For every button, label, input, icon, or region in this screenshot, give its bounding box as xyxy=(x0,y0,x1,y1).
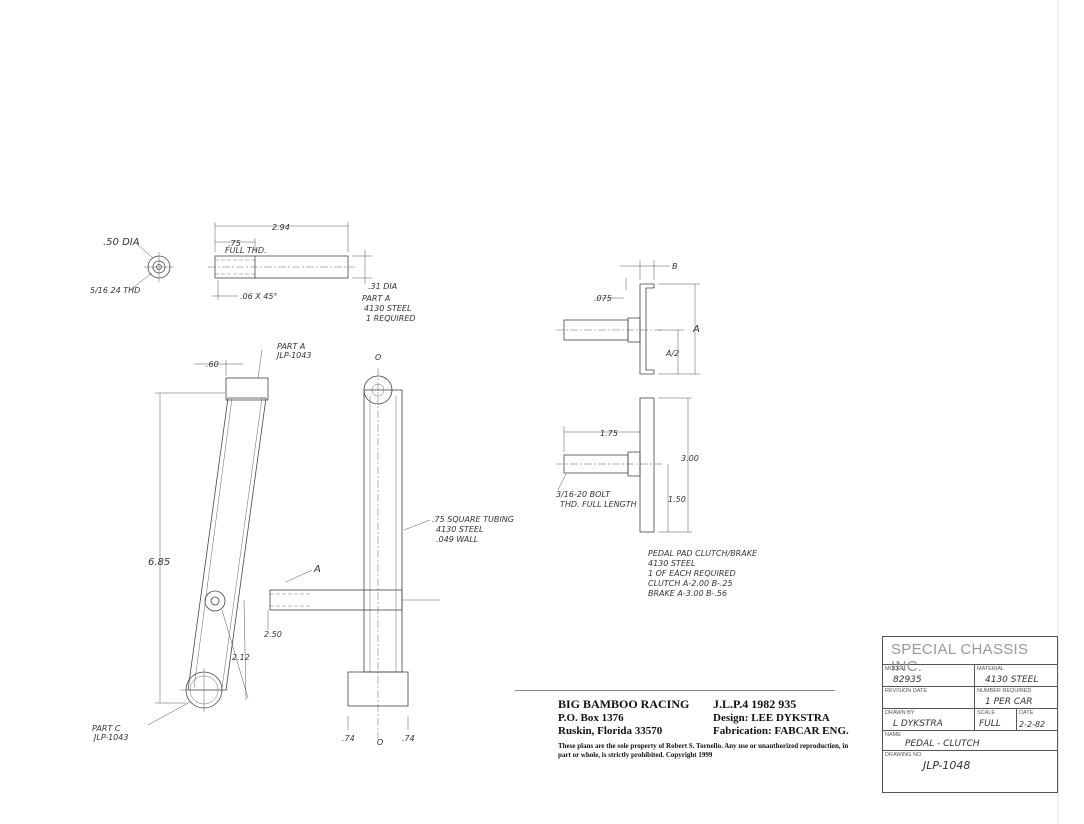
shop-ref: J.L.P.4 1982 935 xyxy=(713,697,797,711)
shop-name: BIG BAMBOO RACING xyxy=(558,697,690,711)
side-top-tag: O xyxy=(375,353,381,362)
pad-spec-4: CLUTCH A-2.00 B-.25 xyxy=(648,579,733,588)
part-a-length-label: 2.94 xyxy=(272,223,290,232)
tb-name-label: NAME xyxy=(885,732,901,738)
pad-spec-2: 4130 STEEL xyxy=(648,559,695,568)
divider-line xyxy=(515,690,835,691)
title-block: SPECIAL CHASSIS INC. MODEL 82935 MATERIA… xyxy=(882,636,1058,793)
part-a-side-view xyxy=(208,222,372,300)
arm-part-c-ref-1: PART C xyxy=(92,724,121,733)
shop-fab: Fabrication: FABCAR ENG. xyxy=(713,725,849,737)
pad-b-label: B xyxy=(672,262,678,271)
pad-bolt-note-2: THD. FULL LENGTH xyxy=(560,500,637,509)
tb-revision-cell: REVISION DATE xyxy=(883,687,975,708)
pedal-pad-top-view xyxy=(556,260,700,375)
arm-part-a-ref-2: JLP-1043 xyxy=(275,351,311,360)
shop-info-block: BIG BAMBOO RACING J.L.P.4 1982 935 P.O. … xyxy=(558,697,878,738)
pad-thk-label: .075 xyxy=(594,294,612,303)
side-tube-note-3: .049 WALL xyxy=(436,535,478,544)
tb-dwg-value: JLP-1048 xyxy=(923,759,971,772)
tb-number-cell: NUMBER REQUIRED 1 PER CAR xyxy=(975,687,1057,708)
shop-city: Ruskin, Florida 33570 xyxy=(558,725,663,737)
pad-bolt-note-1: 3/16-20 BOLT xyxy=(556,490,611,499)
side-right-foot-label: .74 xyxy=(402,734,415,743)
tb-drawn-cell: DRAWN BY L DYKSTRA xyxy=(883,709,975,730)
pedal-pad-side-view xyxy=(556,397,692,533)
pad-lower-label: 1.50 xyxy=(668,495,686,504)
tb-dwg-label: DRAWING NO. xyxy=(885,752,923,758)
part-a-chamfer-label: .06 X 45° xyxy=(240,292,277,301)
pad-spec-1: PEDAL PAD CLUTCH/BRAKE xyxy=(648,549,758,558)
arm-height-label: 6.85 xyxy=(148,557,170,568)
tb-material-label: MATERIAL xyxy=(977,666,1005,672)
arm-a-tag: A xyxy=(313,564,321,575)
part-a-thread-label: 5/16 24 THD xyxy=(90,286,140,295)
tb-name-value: PEDAL - CLUTCH xyxy=(905,739,980,749)
tb-model-label: MODEL xyxy=(885,666,905,672)
tb-scale-cell: SCALE FULL xyxy=(975,709,1017,730)
tb-drawn-value: L DYKSTRA xyxy=(893,719,943,729)
pad-spec-3: 1 OF EACH REQUIRED xyxy=(648,569,736,578)
shop-design: Design: LEE DYKSTRA xyxy=(713,712,830,724)
part-a-note-3: 1 REQUIRED xyxy=(366,314,416,323)
arm-mid-dim-label: 2.12 xyxy=(232,653,250,662)
tb-name-cell: NAME PEDAL - CLUTCH xyxy=(883,731,1057,750)
tb-drawn-label: DRAWN BY xyxy=(885,710,915,716)
part-a-thread-full-label: FULL THD. xyxy=(225,246,267,255)
arm-part-c-ref-2: JLP-1043 xyxy=(92,733,128,742)
part-a-end-view xyxy=(129,242,174,291)
title-company: SPECIAL CHASSIS INC. xyxy=(883,637,1057,675)
tb-revision-label: REVISION DATE xyxy=(885,688,928,694)
side-tube-note-1: .75 SQUARE TUBING xyxy=(432,515,514,524)
tb-scale-value: FULL xyxy=(979,719,1001,729)
pad-bolt-len-label: 1.75 xyxy=(600,429,618,438)
tb-date-cell: DATE 2-2-82 xyxy=(1017,709,1057,730)
pedal-arm-front-view xyxy=(147,349,269,726)
side-tube-note-2: 4130 STEEL xyxy=(436,525,483,534)
copyright-notice: These plans are the sole property of Rob… xyxy=(558,742,849,759)
tb-dwg-cell: DRAWING NO. JLP-1048 xyxy=(883,751,1057,773)
pad-spec-5: BRAKE A-3.00 B-.56 xyxy=(648,589,727,598)
arm-shaft-dim-label: 2.50 xyxy=(264,630,282,639)
part-a-dia-label: .50 DIA xyxy=(103,237,140,248)
part-a-shank-dia-label: .31 DIA xyxy=(368,282,397,291)
part-a-note-1: PART A xyxy=(362,294,390,303)
tb-model-value: 82935 xyxy=(893,675,922,685)
tb-material-cell: MATERIAL 4130 STEEL xyxy=(975,665,1057,686)
pad-a-label: A xyxy=(692,324,700,335)
tb-number-value: 1 PER CAR xyxy=(985,697,1033,707)
pad-half-label: A/2 xyxy=(665,349,679,358)
arm-offset-label: .60 xyxy=(206,360,219,369)
tb-scale-label: SCALE xyxy=(977,710,996,716)
arm-part-a-ref-1: PART A xyxy=(277,342,305,351)
tb-number-label: NUMBER REQUIRED xyxy=(977,688,1032,694)
pad-height-label: 3.00 xyxy=(681,454,699,463)
part-a-note-2: 4130 STEEL xyxy=(364,304,411,313)
tb-date-value: 2-2-82 xyxy=(1019,720,1046,729)
tb-material-value: 4130 STEEL xyxy=(985,675,1039,685)
side-left-foot-label: .74 xyxy=(342,734,355,743)
tb-model-cell: MODEL 82935 xyxy=(883,665,975,686)
side-center-tag: O xyxy=(377,738,383,747)
pedal-arm-side-view xyxy=(267,368,440,742)
shop-box: P.O. Box 1376 xyxy=(558,712,624,724)
tb-date-label: DATE xyxy=(1019,710,1034,716)
part-a-thread-len-label: .75 xyxy=(228,239,241,248)
